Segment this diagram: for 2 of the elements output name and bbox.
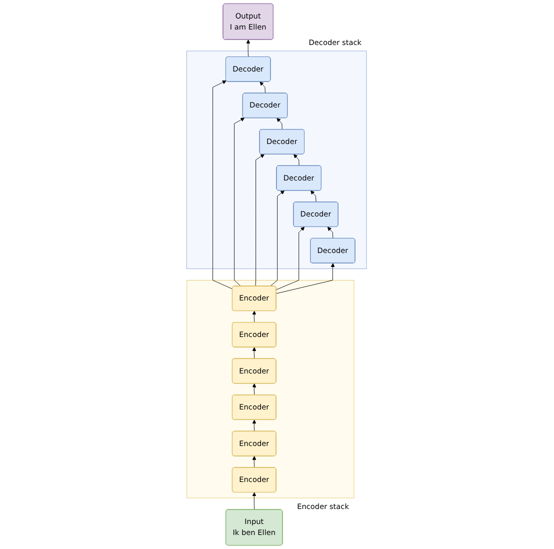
cluster xyxy=(187,280,355,498)
cluster xyxy=(186,50,368,269)
